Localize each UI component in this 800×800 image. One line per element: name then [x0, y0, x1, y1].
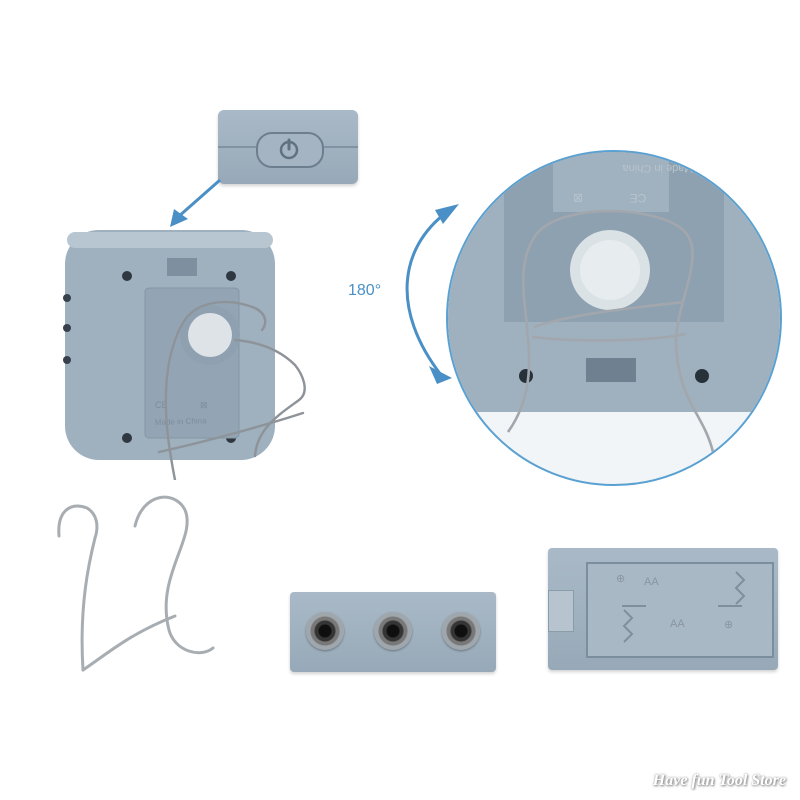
- svg-text:CE: CE: [630, 191, 647, 205]
- battery-spring-icon: [622, 571, 746, 643]
- audio-jack-2: [374, 612, 412, 650]
- wire-hook-illustration: [57, 495, 215, 672]
- audio-jack-3: [442, 612, 480, 650]
- battery-label-aa-bottom: AA: [670, 618, 685, 630]
- magnified-rotation-view: Made in China CE ⊠: [446, 150, 782, 486]
- audio-jack-1: [306, 612, 344, 650]
- rotation-arrow-icon: [405, 204, 459, 384]
- power-icon: [279, 138, 299, 160]
- device-back-illustration: CE ⊠ Made in China: [63, 230, 306, 480]
- svg-text:Made in China: Made in China: [622, 162, 694, 174]
- plus-symbol-top: ⊕: [616, 573, 626, 585]
- battery-cover-latch: [548, 590, 574, 632]
- store-watermark: Have fun Tool Store: [652, 772, 786, 789]
- audio-jacks-panel: [290, 592, 496, 672]
- magnified-device-illustration: Made in China CE ⊠: [448, 152, 780, 453]
- svg-text:CE: CE: [155, 400, 168, 410]
- plus-symbol-bottom: ⊕: [724, 619, 734, 631]
- callout-arrow-icon: [170, 178, 221, 227]
- battery-compartment-inset: AA AA ⊕ ⊕: [548, 548, 778, 670]
- svg-text:⊠: ⊠: [200, 400, 208, 410]
- rotation-label: 180°: [348, 282, 382, 299]
- power-button-inset: [218, 110, 358, 184]
- svg-text:Made in China: Made in China: [155, 416, 207, 427]
- battery-label-aa-top: AA: [644, 576, 659, 588]
- power-button[interactable]: [256, 132, 324, 168]
- svg-text:⊠: ⊠: [573, 191, 583, 205]
